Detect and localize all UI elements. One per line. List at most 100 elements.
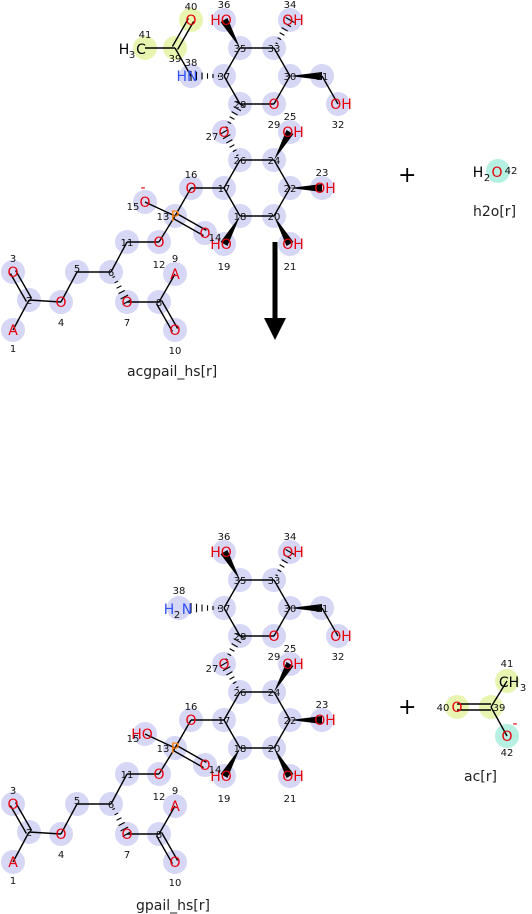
atom-symbol: HO: [210, 237, 232, 253]
bond: [273, 159, 291, 189]
atom-symbol: OH: [282, 657, 304, 673]
bond: [12, 299, 30, 331]
atom-number: 42: [505, 166, 518, 177]
double-bond: [9, 805, 28, 834]
atom-symbol: HN: [177, 69, 198, 85]
hash-bond: [227, 653, 232, 657]
atom-number: 19: [218, 794, 231, 805]
atom-number: 8: [156, 830, 162, 841]
wedge-bond: [290, 184, 322, 192]
hash-bond: [281, 559, 288, 564]
bond: [110, 241, 128, 273]
bond: [158, 273, 176, 303]
bond: [223, 187, 241, 217]
hash-bond: [275, 42, 279, 45]
hash-bond: [231, 643, 238, 648]
hash-bond: [229, 676, 235, 680]
bond: [174, 187, 192, 217]
atom-highlight: [193, 221, 217, 245]
atom-number: 29: [268, 120, 281, 131]
atom-number: 40: [437, 703, 450, 714]
bond: [273, 607, 291, 637]
atom-symbol: OH: [282, 237, 304, 253]
bond: [223, 75, 241, 105]
atom-number: 18: [234, 212, 247, 223]
atom-number: 26: [234, 688, 247, 699]
atom-number: 30: [284, 604, 297, 615]
reaction-arrow: [264, 242, 286, 340]
hash-bond: [279, 564, 285, 568]
hash-bond: [229, 648, 235, 652]
atom-number: 33: [268, 44, 281, 55]
atom-highlight: [445, 695, 469, 719]
double-bond: [160, 832, 179, 861]
hash-bond: [219, 129, 229, 135]
atom-number: 22: [284, 184, 297, 195]
hash-bond: [235, 154, 239, 157]
double-bond: [9, 273, 28, 302]
atom-symbol: P: [171, 209, 179, 225]
bond: [60, 803, 78, 835]
bond: [321, 75, 339, 105]
methyl-sub: 3: [129, 50, 135, 61]
hash-bond: [232, 149, 237, 153]
atom-symbol: O: [55, 827, 66, 843]
hash-bond: [232, 681, 237, 685]
atom-number: 14: [209, 233, 222, 244]
atom-number: 35: [234, 44, 247, 55]
atom-symbol: HO: [210, 769, 232, 785]
double-bond: [171, 18, 190, 47]
atom-number: 29: [268, 652, 281, 663]
hash-bond: [233, 638, 242, 644]
wedge-bond: [274, 748, 294, 778]
atom-number: 30: [284, 72, 297, 83]
atom-number: 16: [185, 702, 198, 713]
atom-highlight: [1, 792, 25, 816]
hash-bond: [233, 106, 242, 112]
atom-number: 8: [156, 298, 162, 309]
atom-symbol: O: [121, 295, 132, 311]
atom-number: 9: [172, 786, 178, 797]
bond: [12, 831, 30, 863]
atom-symbol: O: [218, 125, 229, 141]
wedge-bond: [290, 604, 322, 612]
hash-bond: [277, 37, 282, 41]
atom-symbol: P: [171, 741, 179, 757]
atom-number: 34: [284, 532, 297, 543]
atom-number: 4: [58, 318, 64, 329]
bond: [174, 719, 192, 749]
atom-number: 16: [185, 170, 198, 181]
atom-symbol: OH: [282, 769, 304, 785]
atom-highlights: [1, 8, 519, 874]
atom-highlight: [193, 753, 217, 777]
atom-number: 34: [284, 0, 297, 11]
atom-symbol: O: [169, 855, 180, 871]
atom-number: 11: [121, 770, 134, 781]
charge-minus: -: [512, 716, 517, 732]
hash-bond: [222, 666, 231, 672]
atom-symbol: O: [185, 13, 196, 29]
atom-highlight: [1, 260, 25, 284]
atom-number: 18: [234, 744, 247, 755]
atom-number: 40: [185, 2, 198, 13]
reactant-label-acgpail: acgpail_hs[r]: [127, 364, 217, 380]
atom-symbol: O: [199, 758, 210, 774]
atom-number: 5: [74, 796, 80, 807]
bond: [223, 691, 241, 721]
atom-symbol: O: [185, 181, 196, 197]
atom-symbol: A: [170, 799, 180, 815]
hash-bond: [120, 826, 129, 832]
hash-bond: [219, 661, 229, 667]
hash-bond: [275, 574, 279, 577]
atom-highlight: [486, 159, 510, 183]
hash-bond: [277, 569, 282, 573]
hash-bond: [114, 812, 119, 816]
atom-number: 12: [153, 260, 166, 271]
atom-number: 36: [218, 532, 231, 543]
atom-symbol: O: [121, 827, 132, 843]
atom-number: 38: [185, 58, 198, 69]
atom-number: 31: [316, 604, 329, 615]
atom-number: 31: [316, 72, 329, 83]
atom-number: 41: [139, 30, 152, 41]
